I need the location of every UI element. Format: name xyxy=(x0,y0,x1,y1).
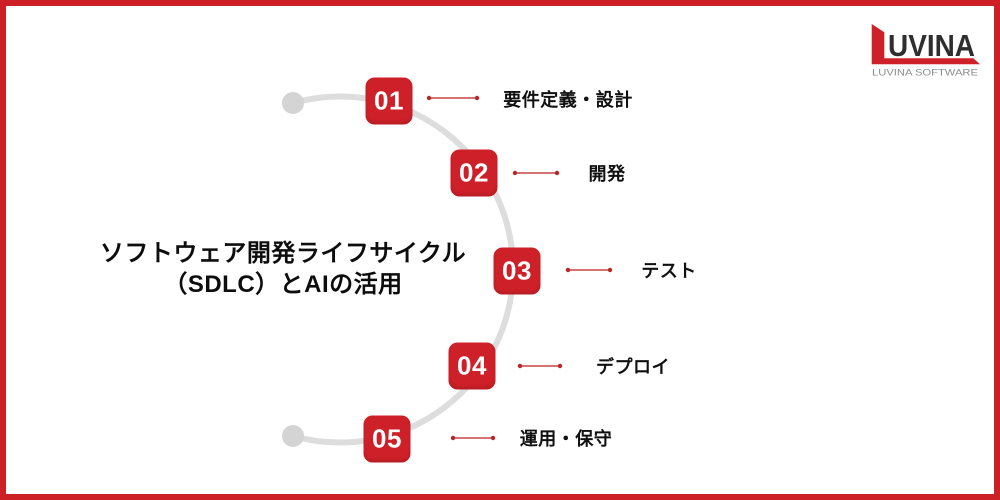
arrow-step-3 xyxy=(565,267,613,273)
step-label-requirements-design: 要件定義・設計 xyxy=(503,90,633,110)
step-label-operation-maintenance: 運用・保守 xyxy=(519,429,613,449)
step-badge-05: 05 xyxy=(363,415,411,463)
arrow-step-2 xyxy=(512,170,560,176)
luvina-subtitle: LUVINA SOFTWARE xyxy=(872,68,978,78)
step-badge-04: 04 xyxy=(448,342,496,390)
arrow-step-4 xyxy=(517,363,563,369)
page-title-line2: （SDLC）とAIの活用 xyxy=(163,271,403,298)
step-badge-01: 01 xyxy=(365,77,413,125)
luvina-l-icon xyxy=(871,24,980,65)
luvina-wordmark: UVINA xyxy=(888,28,975,63)
step-label-test: テスト xyxy=(641,261,697,281)
arrow-step-1 xyxy=(426,95,480,101)
arc-start-dot xyxy=(282,92,304,114)
step-label-deploy: デプロイ xyxy=(596,357,670,377)
arrow-step-5 xyxy=(450,435,496,441)
step-badge-02: 02 xyxy=(450,149,498,197)
step-badge-03: 03 xyxy=(493,247,541,295)
step-label-development: 開発 xyxy=(588,164,626,184)
page-title: ソフトウェア開発ライフサイクル （SDLC）とAIの活用 xyxy=(100,238,466,300)
arc-end-dot xyxy=(282,425,304,447)
connector-arrows xyxy=(426,95,613,441)
page-title-line1: ソフトウェア開発ライフサイクル xyxy=(99,240,467,267)
luvina-logo: UVINA LUVINA SOFTWARE xyxy=(871,24,980,78)
